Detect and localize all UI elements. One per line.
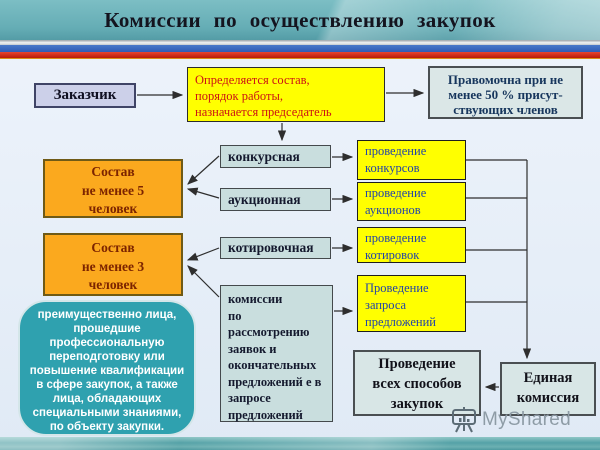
function-auctions-box: проведение аукционов	[357, 182, 466, 221]
watermark-label: MyShared	[482, 408, 571, 430]
commission-quotation-box: котировочная	[220, 237, 331, 259]
function-quotations-box: проведение котировок	[357, 227, 466, 263]
commission-proposals-box: комиссии по рассмотрению заявок и оконча…	[220, 285, 333, 422]
unified-commission-box: Единая комиссия	[500, 362, 596, 416]
flag-stripe-gold-line	[0, 58, 600, 59]
commission-auction-box: аукционная	[220, 188, 331, 211]
watermark: MyShared	[450, 406, 571, 433]
customer-box: Заказчик	[34, 83, 136, 108]
flag-stripe-red	[0, 52, 600, 58]
flag-stripe-white	[0, 40, 600, 45]
presentation-screen-icon	[452, 407, 476, 433]
unified-scope-box: Проведение всех способов закупок	[353, 350, 481, 416]
quorum-note-box: Правомочна при не менее 50 % присут- ств…	[428, 66, 583, 119]
title-bar: Комиссии по осуществлению закупок	[0, 0, 600, 40]
commission-tender-box: конкурсная	[220, 145, 331, 168]
flag-stripe-blue	[0, 45, 600, 52]
composition-min3-box: Состав не менее 3 человек	[43, 233, 183, 296]
function-proposals-box: Проведение запроса предложений	[357, 275, 466, 332]
bottom-water-band	[0, 437, 600, 450]
composition-min5-box: Состав не менее 5 человек	[43, 159, 183, 218]
slide-title: Комиссии по осуществлению закупок	[104, 8, 496, 32]
setup-note-box: Определяется состав, порядок работы, наз…	[187, 67, 385, 122]
function-tenders-box: проведение конкурсов	[357, 140, 466, 180]
members-qualification-note: преимущественно лица, прошедшие професси…	[18, 300, 196, 436]
flag-stripe	[0, 40, 600, 59]
